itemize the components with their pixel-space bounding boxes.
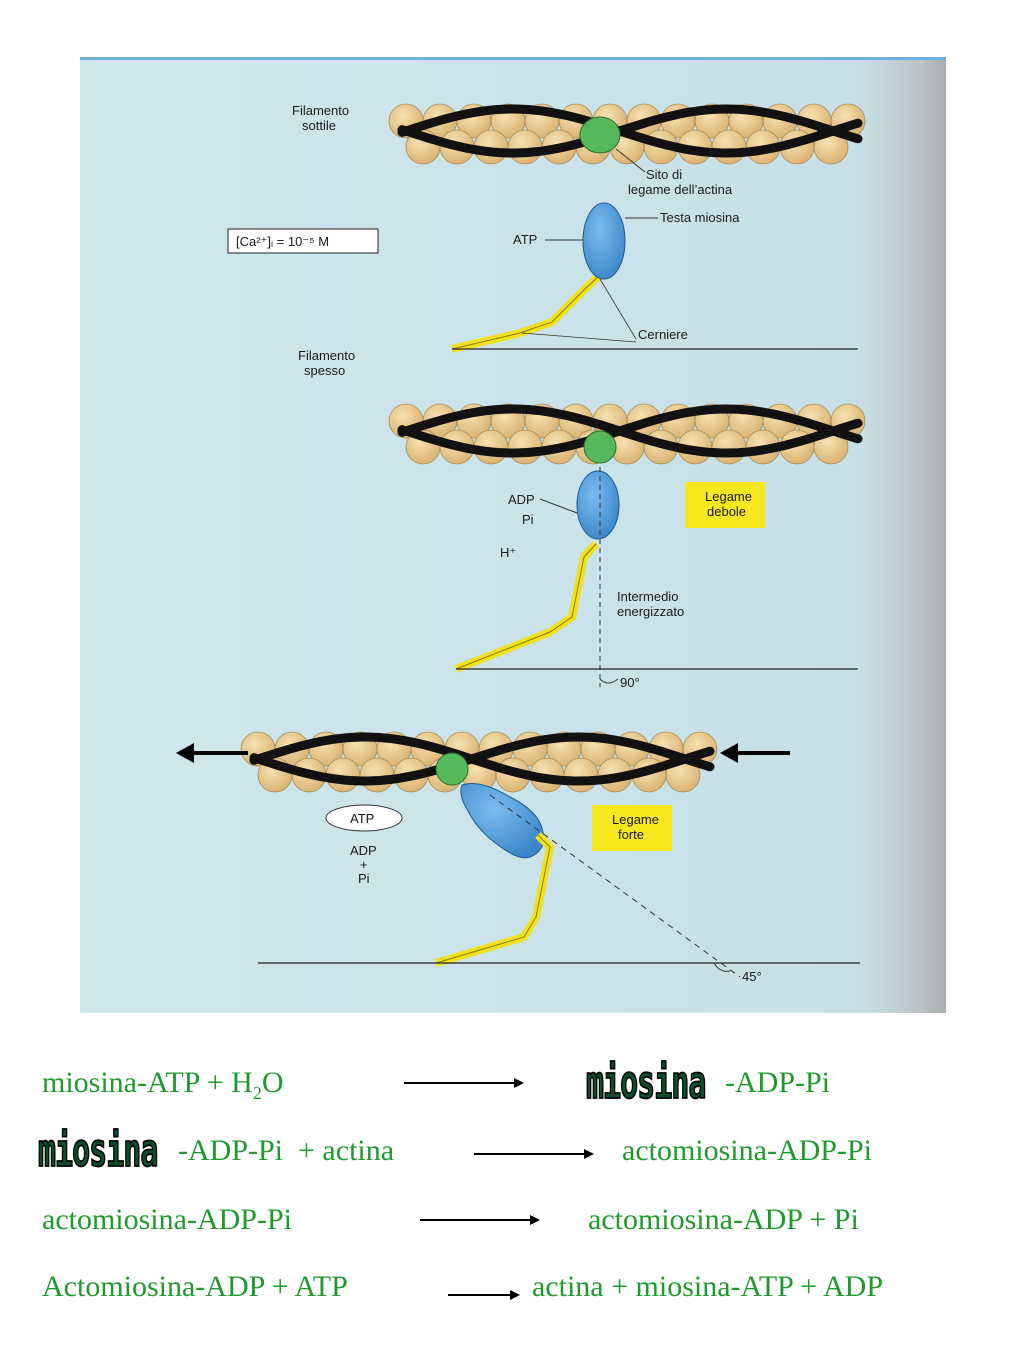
atp-label-1: ATP	[513, 232, 537, 247]
tropomyosin-strand	[249, 732, 715, 786]
arrow-right-head	[720, 743, 738, 763]
equation-2-miosina-logo: miosina	[37, 1125, 159, 1178]
equation-1-arrow	[404, 1078, 524, 1088]
figure-background	[80, 57, 946, 1013]
angle-arc-45	[713, 962, 731, 972]
myosin-tail-1-outline	[451, 274, 601, 350]
equation-3-arrow	[420, 1215, 540, 1225]
myosin-head-3	[460, 783, 544, 859]
thin-filament-2	[388, 403, 866, 465]
equation-3: actomiosina-ADP-Pi actomiosina-ADP + Pi	[0, 1205, 1024, 1265]
angle-arc-90	[599, 678, 619, 684]
angle-45-label: 45°	[742, 969, 762, 984]
equation-4: Actomiosina-ADP + ATP actina + miosina-A…	[0, 1272, 1024, 1332]
thin-filament-3	[240, 731, 718, 793]
equation-1-left-main: miosina-ATP + H	[42, 1066, 253, 1099]
strong-bond-box	[592, 805, 672, 851]
adp-pi-label: ADP+Pi	[350, 843, 377, 886]
equation-4-left: Actomiosina-ADP + ATP	[42, 1270, 348, 1303]
equation-4-arrow	[448, 1290, 520, 1300]
equation-1-miosina-logo: miosina	[585, 1057, 707, 1110]
equation-1-left-tail: O	[261, 1066, 284, 1099]
hinge-leader-a	[599, 278, 637, 340]
adp-leader-2	[539, 498, 578, 514]
equation-1: miosina-ATP + H2O miosina -ADP-Pi	[0, 1060, 1024, 1128]
atp-oval	[325, 804, 403, 832]
myosin-head-label: Testa miosina	[660, 210, 740, 225]
equation-1-left: miosina-ATP + H2O	[42, 1066, 284, 1103]
actin-binding-site-2	[583, 430, 617, 464]
equation-1-subscript: 2	[252, 1083, 262, 1103]
hinge-leader-b	[521, 332, 637, 343]
myosin-tail-3-outline	[435, 834, 551, 964]
equation-2-right: actomiosina-ADP-Pi	[622, 1134, 872, 1167]
actin-bead	[711, 429, 747, 465]
actin-bead	[507, 129, 543, 165]
actin-bead	[359, 757, 395, 793]
actin-bead	[563, 757, 599, 793]
tropomyosin-strand	[397, 104, 863, 158]
angle-90-label: 90°	[620, 675, 640, 690]
calcium-box	[227, 228, 379, 254]
tropomyosin-strand	[249, 732, 715, 786]
myosin-head-2	[576, 470, 620, 540]
actin-binding-site-1	[579, 116, 621, 154]
tropomyosin-strand	[397, 104, 863, 158]
myosin-head-1	[582, 202, 626, 280]
diagonal-reference	[489, 794, 741, 978]
actin-binding-site-3	[435, 752, 469, 786]
arrow-left-head	[176, 743, 194, 763]
equation-2-left: -ADP-Pi + actina	[178, 1134, 395, 1167]
tropomyosin-strand	[397, 404, 863, 458]
atp-label-3: ATP	[350, 811, 374, 826]
equation-2-arrow	[474, 1149, 594, 1159]
equation-4-right: actina + miosina-ATP + ADP	[532, 1270, 884, 1303]
equation-3-left: actomiosina-ADP-Pi	[42, 1203, 292, 1236]
calcium-label: [Ca²⁺]ᵢ = 10⁻⁵ M	[236, 234, 329, 249]
h-plus-label: H⁺	[500, 545, 516, 560]
adp-label-2: ADP	[508, 492, 535, 507]
figure-top-edge	[80, 57, 946, 60]
binding-site-leader	[615, 148, 646, 173]
thin-filament-1	[388, 103, 866, 165]
myosin-tail-2-outline	[455, 543, 597, 670]
actin-bead	[711, 129, 747, 165]
pi-label-2: Pi	[522, 512, 534, 527]
actin-bead	[507, 429, 543, 465]
tropomyosin-strand	[397, 404, 863, 458]
weak-bond-box	[685, 482, 765, 528]
equation-3-right: actomiosina-ADP + Pi	[588, 1203, 859, 1236]
equation-1-right: -ADP-Pi	[725, 1066, 831, 1099]
hinges-label: Cerniere	[638, 327, 688, 342]
equation-2: miosina -ADP-Pi + actina actomiosina-ADP…	[0, 1128, 1024, 1196]
